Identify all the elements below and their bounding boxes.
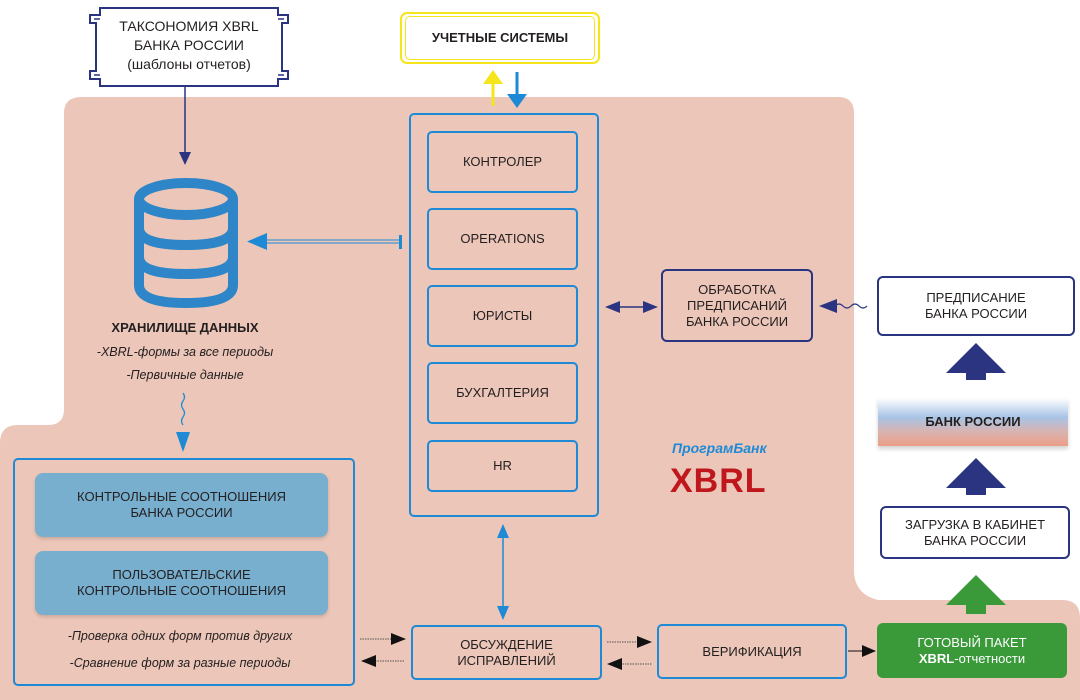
brand-company: ПрограмБанк (672, 440, 767, 456)
database-icon (134, 178, 238, 309)
dept-discussion-arrowhead-up (497, 524, 509, 538)
processing-line3: БАНКА РОССИИ (685, 313, 789, 329)
prescriptions-processing-box[interactable]: ОБРАБОТКА ПРЕДПИСАНИЙ БАНКА РОССИИ (661, 269, 813, 342)
ready-package-line1: ГОТОВЫЙ ПАКЕТ (917, 634, 1027, 650)
department-accounting[interactable]: БУХГАЛТЕРИЯ (427, 362, 578, 424)
accounting-systems-box[interactable]: УЧЕТНЫЕ СИСТЕМЫ (400, 12, 600, 64)
prescription-line2: БАНКА РОССИИ (924, 306, 1028, 321)
prescription-box[interactable]: ПРЕДПИСАНИЕ БАНКА РОССИИ (877, 276, 1075, 336)
department-operations[interactable]: OPERATIONS (427, 208, 578, 270)
taxonomy-frame (89, 7, 289, 87)
storage-item-2: -Первичные данные (126, 368, 244, 382)
upload-box[interactable]: ЗАГРУЗКА В КАБИНЕТ БАНКА РОССИИ (880, 506, 1070, 559)
prescription-line1: ПРЕДПИСАНИЕ (926, 290, 1026, 305)
prescription-to-processing-arrowhead (819, 299, 837, 313)
discussion-box[interactable]: ОБСУЖДЕНИЕ ИСПРАВЛЕНИЙ (411, 625, 602, 680)
blue-down-arrowhead (507, 94, 527, 108)
storage-item-1: -XBRL-формы за все периоды (96, 345, 274, 359)
controls-note-2: -Сравнение форм за разные периоды (69, 656, 291, 670)
bank-of-russia-box[interactable]: БАНК РОССИИ (878, 398, 1068, 446)
controls-to-discussion-arrowhead (391, 633, 406, 645)
department-lawyers[interactable]: ЮРИСТЫ (427, 285, 578, 347)
accounting-systems-label: УЧЕТНЫЕ СИСТЕМЫ (405, 16, 595, 60)
taxonomy-line3: (шаблоны отчетов) (127, 56, 251, 72)
cb-controls-box[interactable]: КОНТРОЛЬНЫЕ СООТНОШЕНИЯ БАНКА РОССИИ (35, 473, 328, 537)
department-accounting-label: БУХГАЛТЕРИЯ (456, 385, 549, 400)
discussion-line1: ОБСУЖДЕНИЕ (460, 636, 553, 652)
brand-product: XBRL (670, 462, 767, 500)
controls-note-1: -Проверка одних форм против других (67, 629, 293, 643)
ready-package-box[interactable]: ГОТОВЫЙ ПАКЕТ XBRL-отчетности (877, 623, 1067, 678)
department-controller[interactable]: КОНТРОЛЕР (427, 131, 578, 193)
verification-to-discussion-arrowhead (607, 658, 622, 670)
upload-line1: ЗАГРУЗКА В КАБИНЕТ (904, 516, 1046, 532)
dept-discussion-arrowhead-down (497, 606, 509, 620)
discussion-to-controls-arrowhead (361, 655, 376, 667)
user-controls-box[interactable]: ПОЛЬЗОВАТЕЛЬСКИЕ КОНТРОЛЬНЫЕ СООТНОШЕНИЯ (35, 551, 328, 615)
prescription-to-processing-wavy-line (834, 303, 868, 309)
taxonomy-line1: ТАКСОНОМИЯ XBRL (119, 18, 259, 34)
department-hr[interactable]: HR (427, 440, 578, 492)
department-operations-label: OPERATIONS (460, 231, 545, 246)
dept-to-storage-tail (399, 235, 402, 249)
bank-of-russia-label: БАНК РОССИИ (925, 414, 1021, 429)
cb-controls-line2: БАНКА РОССИИ (130, 505, 233, 520)
storage-to-controls-arrowhead (176, 432, 190, 452)
ready-package-line2-rest: -отчетности (954, 650, 1026, 666)
upload-to-bank-up-arrow (946, 458, 1006, 495)
department-lawyers-label: ЮРИСТЫ (472, 308, 533, 323)
yellow-up-arrowhead (483, 70, 503, 84)
processing-line1: ОБРАБОТКА (698, 281, 776, 297)
departments-container (409, 113, 599, 517)
dept-processing-arrowhead-right (643, 301, 658, 313)
bank-to-prescription-up-arrow (946, 343, 1006, 380)
user-controls-line2: КОНТРОЛЬНЫЕ СООТНОШЕНИЯ (77, 583, 286, 598)
verification-label: ВЕРИФИКАЦИЯ (702, 643, 802, 659)
user-controls-line1: ПОЛЬЗОВАТЕЛЬСКИЕ (112, 567, 251, 582)
discussion-to-verification-arrowhead (637, 636, 652, 648)
department-controller-label: КОНТРОЛЕР (462, 154, 543, 169)
taxonomy-box[interactable]: ТАКСОНОМИЯ XBRL БАНКА РОССИИ (шаблоны от… (96, 17, 282, 74)
ready-to-upload-up-arrow (946, 575, 1006, 614)
taxonomy-to-storage-arrowhead (179, 152, 191, 165)
verification-to-ready-arrowhead (862, 645, 876, 657)
dept-to-storage-arrowhead (247, 233, 267, 250)
storage-title: ХРАНИЛИЩЕ ДАННЫХ (111, 320, 259, 335)
department-hr-label: HR (493, 458, 512, 473)
discussion-line2: ИСПРАВЛЕНИЙ (457, 652, 556, 668)
upload-line2: БАНКА РОССИИ (923, 532, 1027, 548)
verification-box[interactable]: ВЕРИФИКАЦИЯ (657, 624, 847, 679)
storage-to-controls-wavy-line (180, 392, 186, 426)
taxonomy-line2: БАНКА РОССИИ (134, 37, 244, 53)
controls-container (13, 458, 355, 686)
cb-controls-line1: КОНТРОЛЬНЫЕ СООТНОШЕНИЯ (77, 489, 286, 504)
ready-package-xbrl: XBRL (918, 650, 955, 666)
dept-processing-arrowhead-left (605, 301, 620, 313)
processing-line2: ПРЕДПИСАНИЙ (686, 297, 788, 313)
